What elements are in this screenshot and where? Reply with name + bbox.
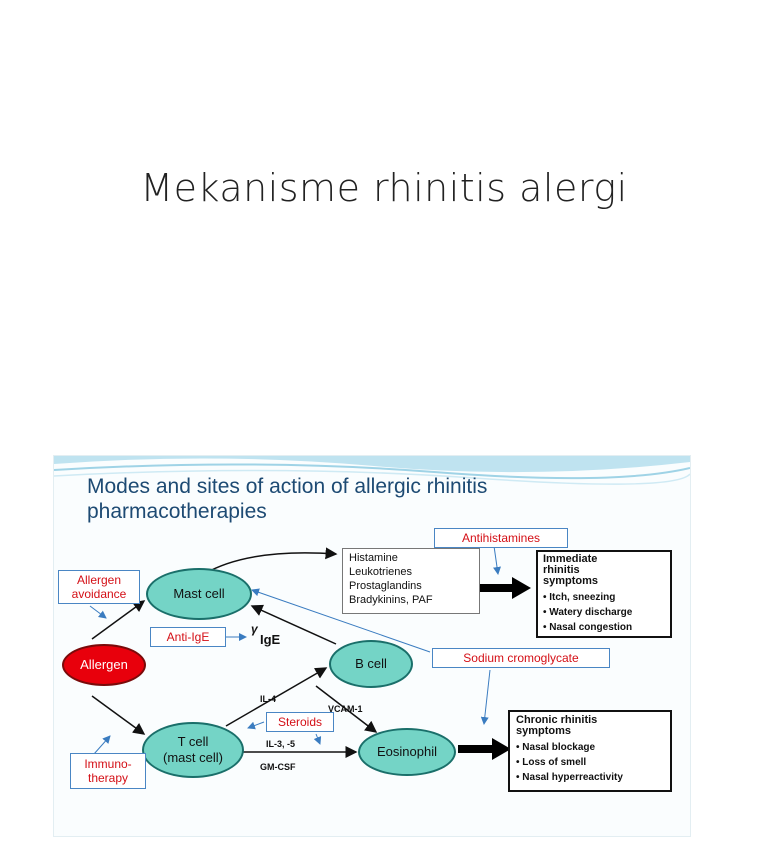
big-arrow-chronic: [458, 738, 511, 760]
mast-cell-node: Mast cell: [146, 568, 252, 620]
ige-label: IgE: [260, 632, 281, 647]
arrow-cromoglycate-chronic: [480, 669, 491, 725]
diagram-title-line1: Modes and sites of action of allergic rh…: [87, 475, 488, 498]
symptom-item: • Nasal congestion: [543, 622, 633, 633]
immediate-symptoms-box: Immediate rhinitis symptoms • Itch, snee…: [536, 550, 672, 638]
chronic-heading: Chronic rhinitis: [516, 714, 598, 726]
allergen-label: Allergen: [80, 657, 128, 672]
symptom-item: • Watery discharge: [543, 607, 633, 618]
arrow-antihistamines: [493, 545, 501, 575]
arrow-cromoglycate-mast: [251, 588, 431, 653]
il35-label: IL-3, -5: [266, 739, 296, 749]
t-cell-label: T cell: [177, 734, 209, 749]
header-wave-decoration: [54, 456, 690, 485]
big-arrow-immediate: [472, 577, 531, 599]
slide-title: Mekanisme rhinitis alergi: [140, 166, 628, 210]
arrow-allergen-mast: [91, 600, 146, 640]
t-cell-node: T cell (mast cell): [142, 722, 244, 778]
arrow-layer: [89, 545, 531, 760]
diagram-title: Modes and sites of action of allergic rh…: [87, 474, 487, 524]
immediate-heading: Immediate: [543, 553, 598, 565]
arrow-steroids-tcell: [247, 721, 265, 730]
arrow-vcam: [315, 685, 378, 733]
immunotherapy-label: Immuno- therapy: [70, 753, 146, 789]
arrow-immunotherapy: [93, 735, 111, 755]
gamma-symbol: γ: [251, 622, 258, 636]
symptom-item: • Nasal blockage: [516, 742, 596, 753]
symptom-item: • Loss of smell: [516, 757, 587, 768]
arrow-bcell-mast: [250, 604, 337, 645]
b-cell-label: B cell: [355, 656, 387, 671]
eosinophil-node: Eosinophil: [358, 728, 456, 776]
anti-ige-label: Anti-IgE: [150, 627, 226, 647]
antihistamines-label: Antihistamines: [434, 528, 568, 548]
arrow-tcell-bcell: [225, 667, 328, 727]
mediator-item: Bradykinins, PAF: [349, 594, 433, 606]
mediator-item: Histamine: [349, 552, 398, 564]
mediator-item: Prostaglandins: [349, 580, 422, 592]
mediators-box: Histamine Leukotrienes Prostaglandins Br…: [342, 548, 480, 614]
mediator-item: Leukotrienes: [349, 566, 412, 578]
gmcsf-label: GM-CSF: [260, 762, 296, 772]
allergen-avoidance-label: Allergen avoidance: [58, 570, 140, 604]
arrow-allergen-tcell: [91, 695, 146, 735]
eosinophil-label: Eosinophil: [377, 744, 437, 759]
steroids-label: Steroids: [266, 712, 334, 732]
b-cell-node: B cell: [329, 640, 413, 688]
pharmacotherapy-diagram: Modes and sites of action of allergic rh…: [53, 455, 691, 837]
diagram-title-line2: pharmacotherapies: [87, 500, 267, 523]
allergen-node: Allergen: [62, 644, 146, 686]
arrow-steroids-il: [313, 733, 322, 745]
mast-cell-label: Mast cell: [173, 586, 225, 601]
symptom-item: • Nasal hyperreactivity: [516, 772, 623, 783]
t-cell-sublabel: (mast cell): [163, 750, 223, 765]
symptom-item: • Itch, sneezing: [543, 592, 616, 603]
vcam1-label: VCAM-1: [328, 704, 363, 714]
arrow-avoidance: [89, 605, 107, 619]
chronic-symptoms-box: Chronic rhinitis symptoms • Nasal blocka…: [508, 710, 672, 792]
sodium-cromoglycate-label: Sodium cromoglycate: [432, 648, 610, 668]
il4-label: IL-4: [260, 694, 277, 704]
